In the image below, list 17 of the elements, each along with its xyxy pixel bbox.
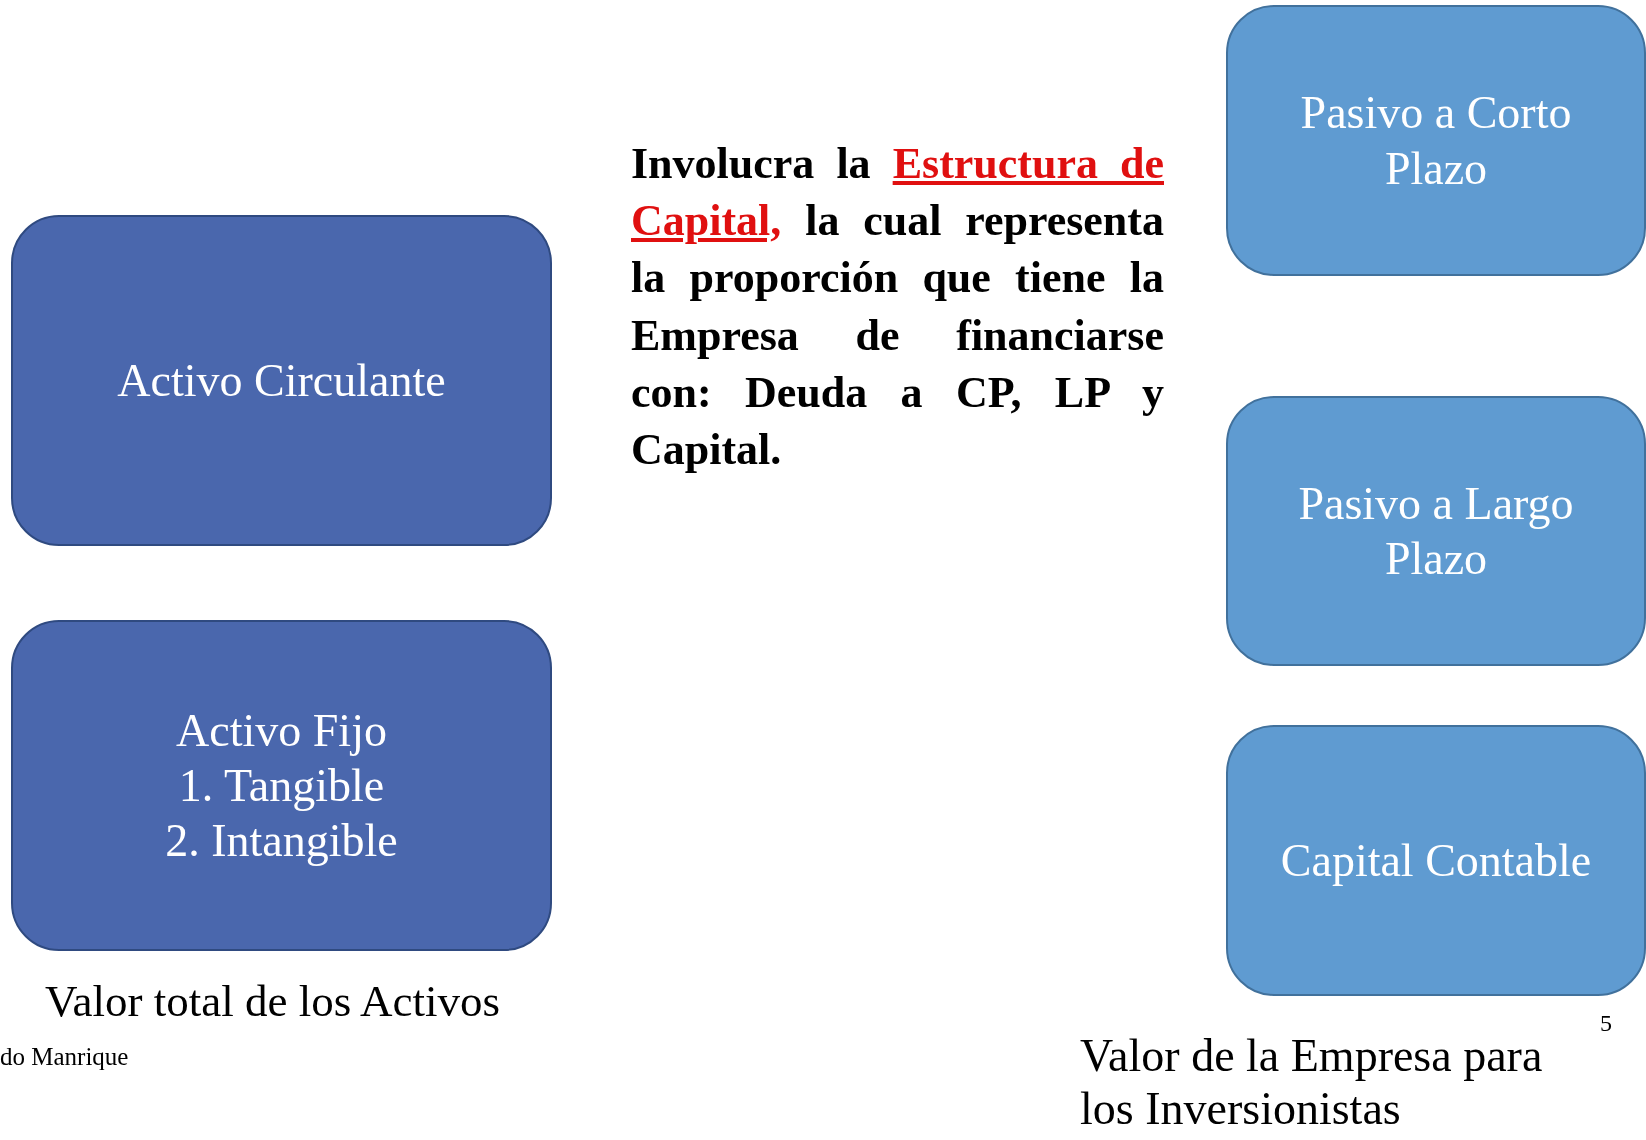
box-text: Activo Fijo xyxy=(176,703,387,758)
rounded-box xyxy=(1226,725,1646,996)
box-text: Activo Circulante xyxy=(117,353,446,408)
box-text: Pasivo a Largo Plazo xyxy=(1297,476,1575,586)
list-item: 2. Intangible xyxy=(165,814,398,869)
rounded-box xyxy=(1226,5,1646,276)
caption-text: Valor de la Empresa para los Inversionistas xyxy=(1080,1030,1544,1136)
paragraph: Involucra la Estructura de Capital, la cual representa la proporción que tiene la Empresa de financiarse con: Deuda a CP, LP y Capital. xyxy=(631,138,1164,476)
page-number: 5 xyxy=(1600,1010,1613,1037)
caption-text: Valor total de los Activos xyxy=(45,975,501,1027)
footer-text: do Manrique xyxy=(0,1043,130,1071)
list-item: 1. Tangible xyxy=(178,758,385,813)
rounded-box xyxy=(1226,396,1646,666)
rounded-box xyxy=(11,620,552,951)
box-text: Pasivo a Corto Plazo xyxy=(1299,86,1573,196)
rounded-box xyxy=(11,215,552,546)
box-text: Capital Contable xyxy=(1280,833,1592,888)
